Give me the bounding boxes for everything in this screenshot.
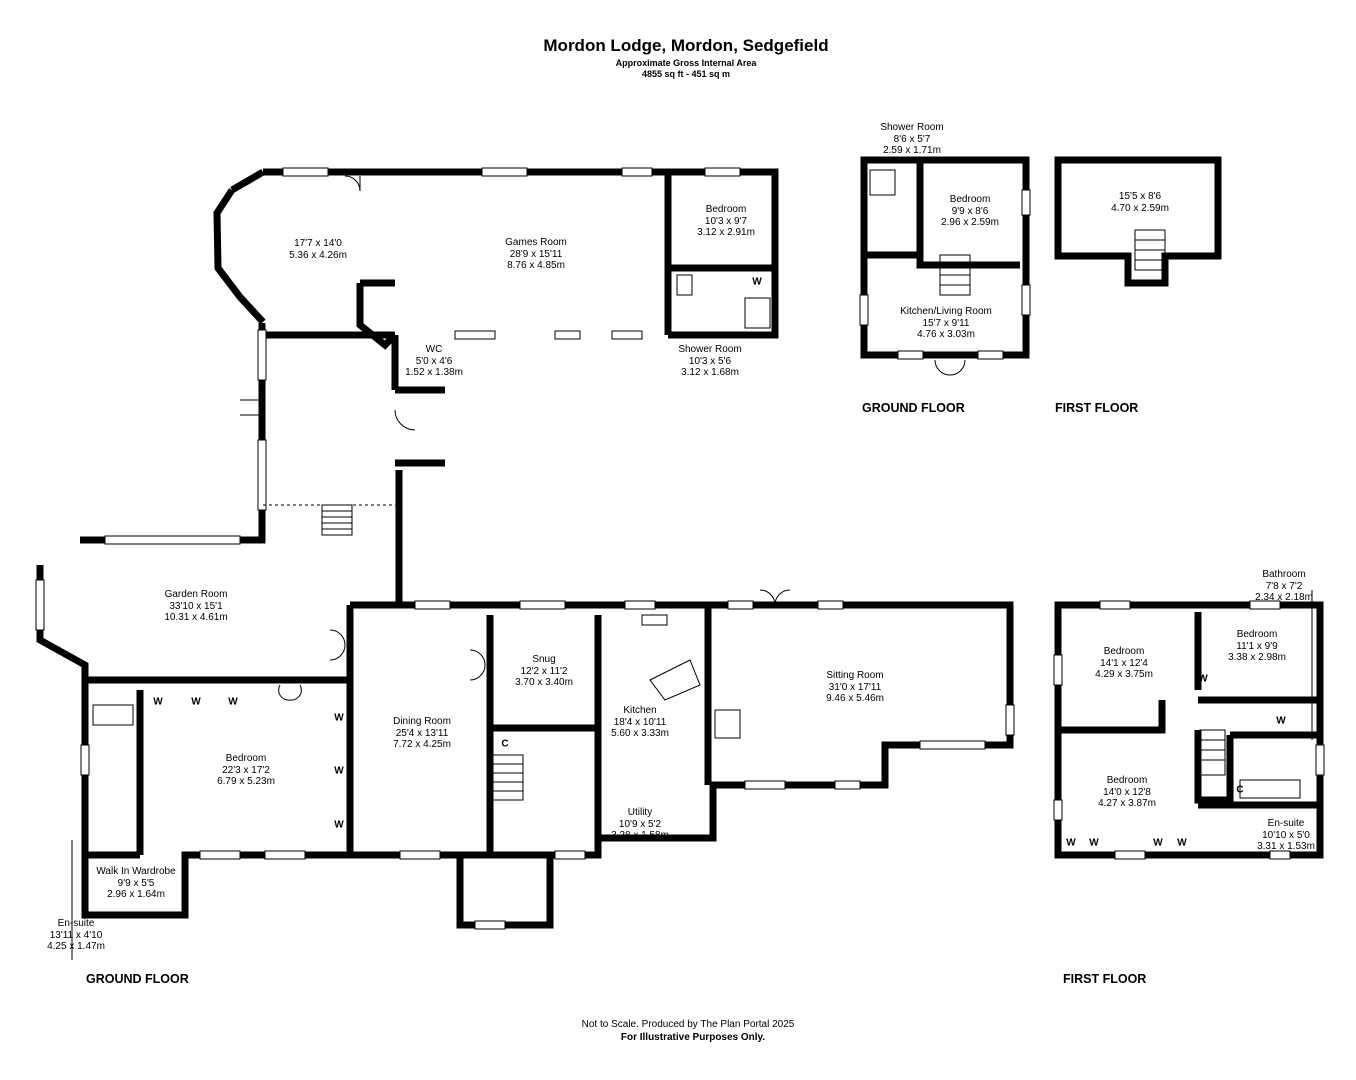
wardrobe-mark: W — [1153, 837, 1163, 849]
wardrobe-mark: W — [191, 696, 201, 708]
windows — [35, 167, 1325, 930]
entrance-walls — [456, 855, 554, 929]
wc-walls — [356, 279, 398, 350]
wardrobe-mark: W — [1177, 837, 1187, 849]
wardrobe-mark: W — [334, 765, 344, 777]
floor-label-annex-ground: GROUND FLOOR — [862, 401, 965, 415]
annex-ground-walls — [860, 156, 1030, 359]
wardrobe-mark: W — [1276, 715, 1286, 727]
fixtures — [71, 169, 1313, 960]
wardrobe-mark: W — [334, 712, 344, 724]
bedroom-games-walls — [664, 172, 775, 335]
first-floor-walls — [1054, 601, 1324, 859]
footer-disclaimer: For Illustrative Purposes Only. — [620, 1032, 766, 1043]
bedroom-wing-walls — [81, 676, 350, 919]
floor-label-first: FIRST FLOOR — [1063, 972, 1147, 986]
cupboard-mark: C — [1236, 784, 1244, 796]
wardrobe-mark: W — [228, 696, 238, 708]
corridor-walls — [36, 335, 445, 680]
annex-first-walls — [1054, 156, 1222, 287]
floor-label-ground: GROUND FLOOR — [86, 972, 189, 986]
cupboard-mark: C — [501, 738, 509, 750]
wardrobe-mark: W — [334, 819, 344, 831]
snug-walls — [490, 605, 712, 855]
floor-label-annex-first: FIRST FLOOR — [1055, 401, 1139, 415]
wardrobe-mark: W — [1198, 673, 1208, 685]
wardrobe-mark: W — [153, 696, 163, 708]
footer-credit: Not to Scale. Produced by The Plan Porta… — [581, 1019, 795, 1030]
wardrobe-mark: W — [1066, 837, 1076, 849]
wardrobe-mark: W — [1089, 837, 1099, 849]
area-value: 4855 sq ft - 451 sq m — [641, 69, 731, 79]
plan-title: Mordon Lodge, Mordon, Sedgefield — [543, 36, 829, 55]
area-label: Approximate Gross Internal Area — [615, 58, 757, 68]
wardrobe-mark: W — [752, 276, 762, 288]
